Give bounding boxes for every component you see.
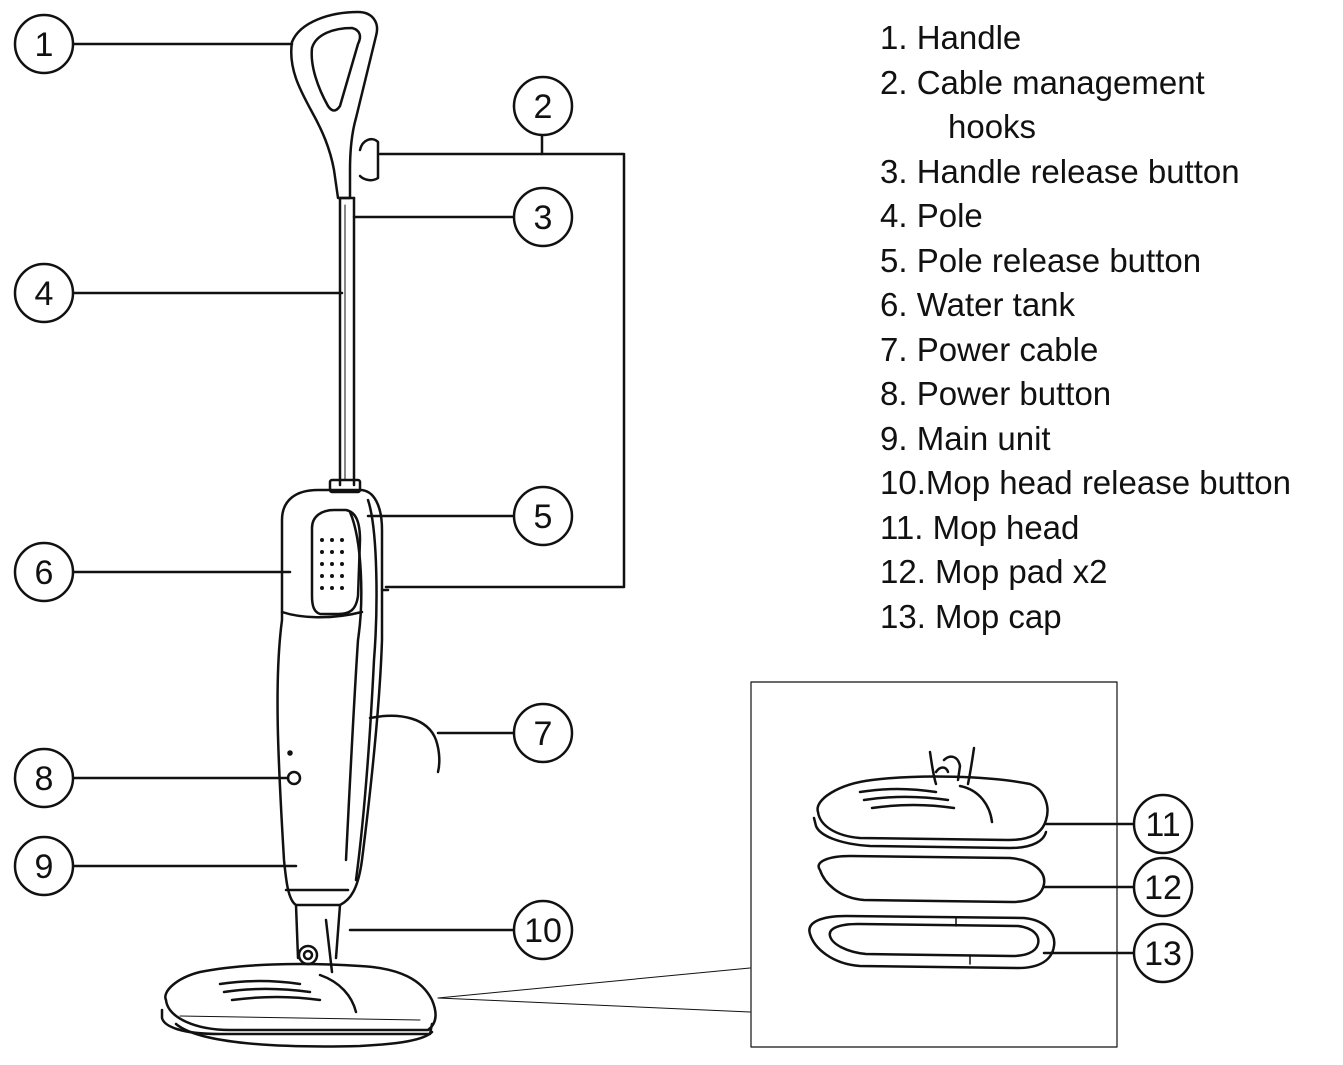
callout-label-11: 11 bbox=[1145, 806, 1180, 844]
callout-label-1: 1 bbox=[35, 26, 54, 64]
leader-lines bbox=[72, 42, 1136, 955]
parts-list-item: 10.Mop head release button bbox=[880, 464, 1291, 501]
inset-mop-pad-drawing bbox=[817, 854, 1046, 904]
parts-list-item: 9. Main unit bbox=[880, 419, 1051, 457]
parts-list-item: 6. Water tank bbox=[880, 286, 1076, 323]
callout-circle-4 bbox=[13, 262, 75, 324]
zoom-guide-lines bbox=[437, 967, 751, 1013]
callout-circle-6 bbox=[13, 541, 75, 603]
parts-list-item: 5. Pole release button bbox=[880, 241, 1202, 279]
inset-mop-cap-drawing bbox=[808, 914, 1056, 970]
parts-list-item: 7. Power cable bbox=[880, 330, 1099, 368]
parts-list-item: 11. Mop head bbox=[880, 508, 1080, 546]
callout-circle-10 bbox=[512, 899, 574, 961]
callout-label-9: 9 bbox=[35, 848, 54, 886]
callout-label-6: 6 bbox=[35, 554, 54, 592]
inset-box bbox=[750, 681, 1118, 1048]
callout-circle-11 bbox=[1132, 793, 1194, 855]
callout-circle-13 bbox=[1132, 922, 1194, 984]
callout-circle-5 bbox=[512, 485, 574, 547]
parts-list-item: 13. Mop cap bbox=[880, 597, 1062, 635]
mop-head-drawing bbox=[160, 962, 437, 1048]
callout-circle-7 bbox=[512, 702, 574, 764]
callout-circle-3 bbox=[512, 186, 574, 248]
callout-label-5: 5 bbox=[534, 498, 553, 536]
callout-label-8: 8 bbox=[35, 760, 54, 798]
power-cable-drawing bbox=[368, 714, 441, 774]
parts-list-item: 1. Handle bbox=[880, 19, 1022, 56]
callout-circle-9 bbox=[13, 835, 75, 897]
parts-list-item: 4. Pole bbox=[880, 197, 983, 234]
callout-circle-2 bbox=[512, 75, 574, 137]
callout-label-13: 13 bbox=[1144, 935, 1182, 973]
callout-label-10: 10 bbox=[524, 912, 562, 950]
neck-drawing bbox=[294, 903, 342, 974]
parts-list-item: 8. Power button bbox=[880, 375, 1112, 412]
handle-drawing bbox=[289, 10, 380, 200]
callout-label-12: 12 bbox=[1144, 869, 1182, 907]
main-unit-drawing bbox=[276, 488, 390, 907]
pole-drawing bbox=[328, 196, 362, 494]
parts-list-item: 3. Handle release button bbox=[880, 152, 1240, 190]
callout-circle-1 bbox=[13, 13, 75, 75]
callout-circles bbox=[13, 13, 1194, 984]
callout-circle-8 bbox=[13, 747, 75, 809]
tank-grip-dots bbox=[320, 538, 344, 590]
callout-label-7: 7 bbox=[534, 715, 553, 753]
callout-label-2: 2 bbox=[534, 88, 553, 126]
parts-list-item: 12. Mop pad x2 bbox=[880, 553, 1108, 590]
callout-circle-12 bbox=[1132, 856, 1194, 918]
callout-label-3: 3 bbox=[534, 199, 553, 237]
inset-mop-head-drawing bbox=[812, 746, 1049, 850]
callout-label-4: 4 bbox=[35, 275, 54, 313]
